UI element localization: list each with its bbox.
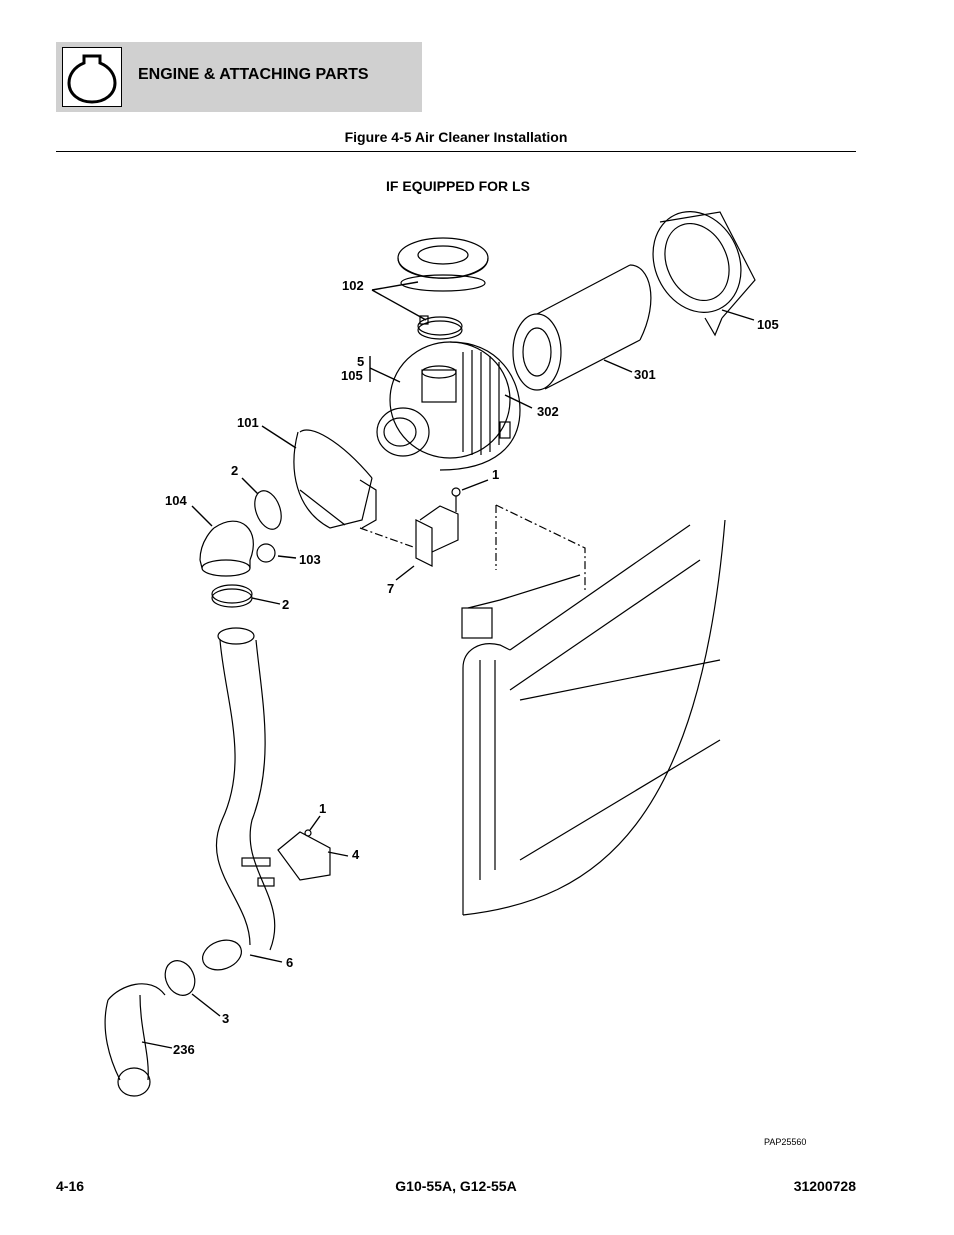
callout-302: 302	[537, 404, 559, 419]
hose-clamp-lower-part	[164, 960, 196, 996]
mounting-band-part	[293, 429, 377, 529]
callout-1: 1	[319, 801, 327, 816]
title-rule	[56, 151, 856, 152]
callout-3: 3	[222, 1011, 230, 1026]
hose-clamp-part	[254, 490, 282, 530]
elbow-hose-part	[199, 520, 254, 577]
precleaner-cap-part	[397, 237, 489, 292]
callout-5: 5	[357, 354, 365, 369]
figure-subtitle: IF EQUIPPED FOR LS	[386, 178, 530, 194]
end-cover-part	[652, 211, 756, 337]
tube-bracket-part	[277, 829, 331, 881]
callout-2: 2	[231, 463, 239, 478]
callout-6: 6	[286, 955, 294, 970]
model-number: G10-55A, G12-55A	[395, 1178, 517, 1194]
callout-2: 2	[282, 597, 290, 612]
callout-1: 1	[492, 467, 500, 482]
filter-element-part	[512, 264, 652, 391]
callout-301: 301	[634, 367, 656, 382]
section-title: ENGINE & ATTACHING PARTS	[138, 66, 369, 83]
cap-clamp-part	[417, 315, 463, 340]
callout-236: 236	[173, 1042, 195, 1057]
mount-bracket-part	[415, 487, 461, 567]
manual-number: 31200728	[793, 1178, 856, 1194]
callout-104: 104	[165, 493, 187, 508]
intake-hose-part	[104, 983, 166, 1097]
callout-4: 4	[352, 847, 360, 862]
figure-title: Figure 4-5 Air Cleaner Installation	[344, 129, 568, 145]
callout-103: 103	[299, 552, 321, 567]
reducer-part	[256, 543, 276, 563]
callout-105: 105	[757, 317, 779, 332]
engine-icon	[62, 47, 122, 107]
air-cleaner-body-part	[376, 341, 521, 471]
intake-tube-part	[202, 627, 276, 971]
callout-7: 7	[387, 581, 395, 596]
leader-lines	[141, 281, 755, 1049]
machine-frame-detail	[461, 519, 726, 916]
callout-101: 101	[237, 415, 259, 430]
callout-105: 105	[341, 368, 363, 383]
page-number: 4-16	[56, 1178, 85, 1194]
drawing-id: PAP25560	[764, 1137, 807, 1147]
callout-102: 102	[342, 278, 364, 293]
lower-clamp-part	[211, 584, 253, 608]
